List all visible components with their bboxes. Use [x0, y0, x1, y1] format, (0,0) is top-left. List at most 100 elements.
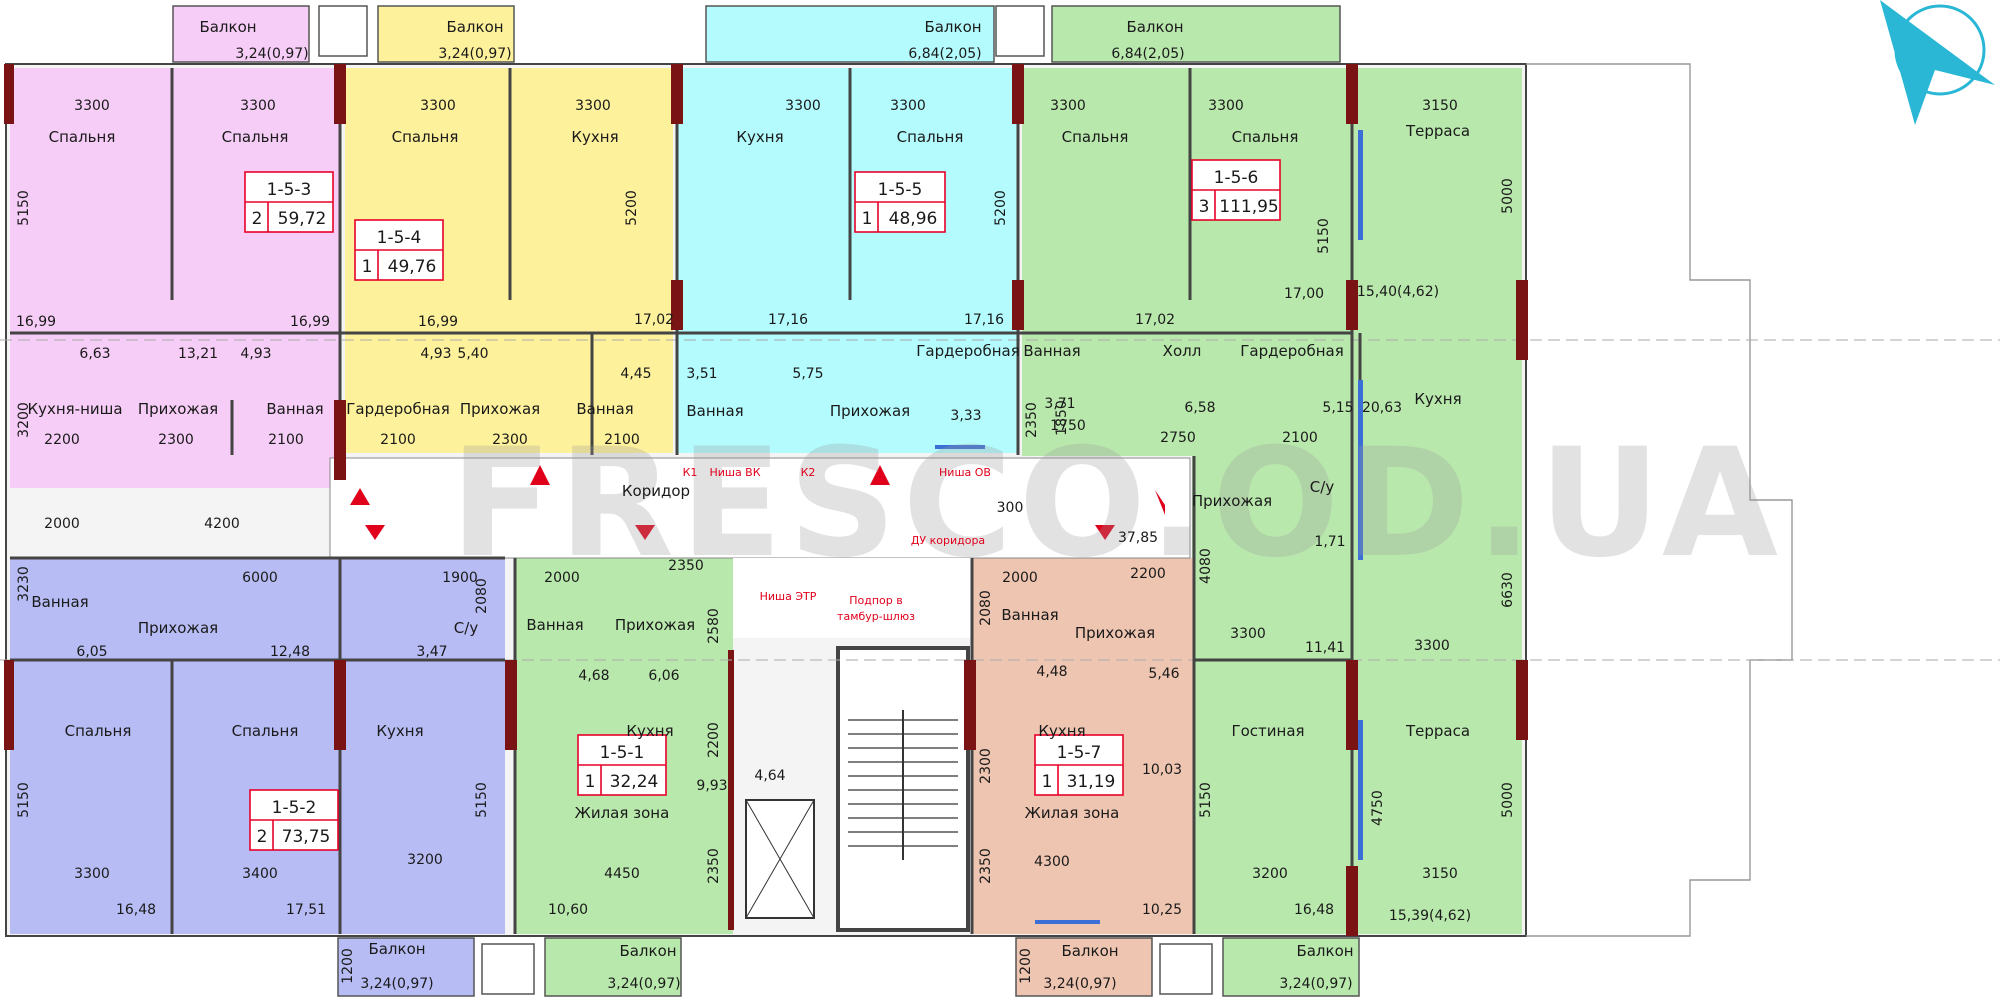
dimension: 2200 — [44, 432, 80, 448]
room-label: Ванная — [526, 616, 583, 634]
room-label: Прихожая — [460, 400, 540, 418]
dimension: 3230 — [16, 566, 32, 602]
room-area: 20,63 — [1362, 400, 1402, 416]
dimension: 3,24(0,97) — [1279, 976, 1352, 992]
room-label: Кухня-ниша — [27, 400, 122, 418]
dimension: 4450 — [604, 866, 640, 882]
room-label: Холл — [1163, 342, 1202, 360]
dimension: 4080 — [1198, 548, 1214, 584]
room-area: 12,48 — [270, 644, 310, 660]
balcony-1-5-3 — [172, 5, 310, 63]
dimension: 1200 — [340, 948, 356, 984]
dimension: 5150 — [16, 782, 32, 818]
dimension: 3300 — [1050, 98, 1086, 114]
dimension: 3300 — [420, 98, 456, 114]
dimension: 3300 — [785, 98, 821, 114]
dimension: 2100 — [604, 432, 640, 448]
room-label: Кухня — [1038, 722, 1085, 740]
balcony-1-5-6 — [1051, 5, 1341, 63]
dimension: 2300 — [492, 432, 528, 448]
dimension: 3300 — [240, 98, 276, 114]
dimension: 3,24(0,97) — [607, 976, 680, 992]
room-label: Терраса — [1405, 722, 1470, 740]
room-label: Кухня — [736, 128, 783, 146]
room-area: 17,16 — [768, 312, 808, 328]
entrance-arrow-icon — [1155, 490, 1165, 515]
room-area: 17,00 — [1284, 286, 1324, 302]
dimension: 2350 — [978, 848, 994, 884]
room-area: 4,45 — [620, 366, 651, 382]
dimension: 3,24(0,97) — [235, 46, 308, 62]
tag: тамбур-шлюз — [837, 610, 915, 623]
vertical-dimensions: 5150 5200 5200 5150 5000 3200 2350 1850 … — [16, 178, 1516, 984]
room-area: 17,02 — [634, 312, 674, 328]
room-label: Балкон — [446, 18, 503, 36]
room-areas: 16,99 16,99 16,99 17,02 17,16 17,16 17,0… — [16, 286, 1402, 918]
room-label: Спальня — [1062, 128, 1129, 146]
dimension: 5150 — [474, 782, 490, 818]
room-label: Ванная — [1023, 342, 1080, 360]
balconies-bottom — [337, 937, 1360, 997]
tag: Подпор в — [849, 594, 903, 607]
dimension: 3150 — [1422, 98, 1458, 114]
dimension: 2200 — [1130, 566, 1166, 582]
entrance-arrow-icon — [530, 465, 550, 485]
room-label: Кухня — [626, 722, 673, 740]
room-label: Спальня — [897, 128, 964, 146]
dimension: 2000 — [544, 570, 580, 586]
dimension: 5150 — [1198, 782, 1214, 818]
dimension: 15,40(4,62) — [1357, 284, 1439, 300]
apt-area: 111,95 — [1219, 197, 1278, 217]
room-label: Спальня — [392, 128, 459, 146]
dimension: 3200 — [1252, 866, 1288, 882]
apt-rooms: 2 — [252, 209, 263, 229]
dimension: 2200 — [706, 722, 722, 758]
room-label: Балкон — [1061, 942, 1118, 960]
lobby — [733, 558, 973, 638]
room-label: Прихожая — [1075, 624, 1155, 642]
dimension: 3300 — [575, 98, 611, 114]
apartment-card-texts: 1-5-3 2 59,72 1-5-4 1 49,76 1-5-5 1 48,9… — [252, 168, 1279, 847]
dimension: 3150 — [1422, 866, 1458, 882]
room-label: Прихожая — [830, 402, 910, 420]
dimension: 5200 — [993, 190, 1009, 226]
dimension: 2100 — [1282, 430, 1318, 446]
apt-rooms: 1 — [862, 209, 873, 229]
room-label: С/у — [1310, 478, 1335, 496]
dimension: 4300 — [1034, 854, 1070, 870]
room-label: Балкон — [924, 18, 981, 36]
room-label: Гардеробная — [346, 400, 449, 418]
dimension: 2300 — [978, 748, 994, 784]
apt-id: 1-5-6 — [1214, 168, 1259, 188]
balcony-1-5-5 — [705, 5, 995, 63]
room-area: 3,71 — [1044, 396, 1075, 412]
room-label: Ванная — [266, 400, 323, 418]
balconies-top — [172, 5, 1341, 63]
dimension: 4750 — [1370, 790, 1386, 826]
room-label: Гардеробная — [916, 342, 1019, 360]
tag: Ниша ЭТР — [760, 590, 817, 603]
dimension: 4200 — [204, 516, 240, 532]
room-label: Ванная — [1001, 606, 1058, 624]
room-area: 5,40 — [457, 346, 488, 362]
room-label: Жилая зона — [1025, 804, 1120, 822]
apt-id: 1-5-1 — [600, 743, 645, 763]
room-label: Кухня — [376, 722, 423, 740]
stair-steps — [848, 710, 958, 860]
dimension: 1750 — [1050, 418, 1086, 434]
dimension: 2580 — [706, 608, 722, 644]
apt-id: 1-5-4 — [377, 228, 422, 248]
room-labels: Балкон Балкон Балкон Балкон Спальня Спал… — [27, 18, 1470, 960]
balcony-1-5-2-a — [337, 937, 475, 997]
room-label: Ванная — [576, 400, 633, 418]
dimension: 6630 — [1500, 572, 1516, 608]
room-area: 4,64 — [754, 768, 785, 784]
apartment-cards — [244, 159, 1281, 851]
apt-id: 1-5-2 — [272, 798, 317, 818]
dimension: 2300 — [158, 432, 194, 448]
apt-id: 1-5-3 — [267, 180, 312, 200]
room-area: 16,48 — [1294, 902, 1334, 918]
apt-area: 73,75 — [282, 827, 331, 847]
room-label: Коридор — [622, 482, 690, 500]
room-label: Балкон — [1296, 942, 1353, 960]
